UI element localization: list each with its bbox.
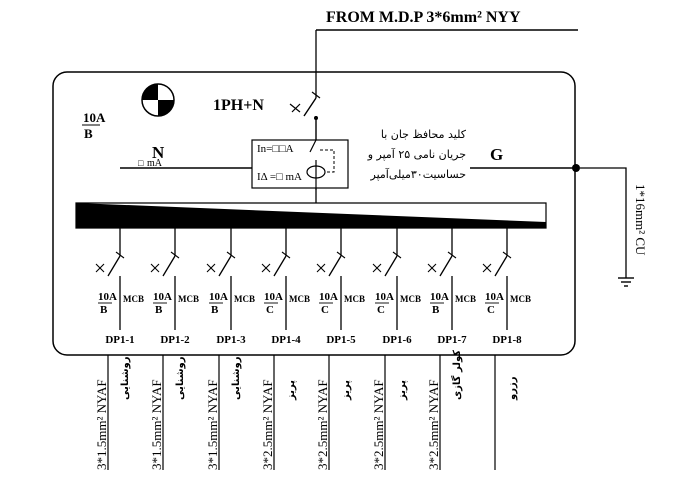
mcb-type: MCB: [234, 294, 255, 304]
main-rating: 10A: [83, 110, 106, 125]
mcb-switch-icon: [439, 255, 453, 277]
mcb-cross-icon: [206, 263, 216, 273]
earth-icon: [618, 277, 634, 287]
mcb-curve: C: [321, 304, 329, 316]
mcb-trip-icon: [336, 251, 346, 259]
circuit-load-label: رزرو: [507, 376, 518, 401]
neutral-ma-label: mA: [147, 158, 163, 169]
panel-logo-icon: [141, 83, 175, 117]
rcd-note-line-2: جریان نامی ۲۵ آمپر و: [367, 147, 466, 161]
circuit-id: DP1-1: [105, 334, 134, 346]
circuit-id: DP1-4: [271, 334, 301, 346]
neutral-ma-box: □: [138, 158, 144, 168]
mcb-curve: B: [155, 304, 163, 316]
mcb-cross-icon: [316, 263, 326, 273]
mcb-trip-icon: [170, 251, 180, 259]
mcb-trip-icon: [115, 251, 125, 259]
rcd-note-line-1: کلید محافظ جان با: [381, 128, 467, 141]
mcb-rating: 10A: [153, 291, 172, 303]
circuit-cable-label: 3*1.5mm² NYAF: [94, 379, 109, 470]
mcb-switch-icon: [384, 255, 398, 277]
mcb-trip-icon: [447, 251, 457, 259]
mcb-trip-icon: [392, 251, 402, 259]
circuit-load-label: کولر گازی: [450, 350, 463, 400]
main-switch-icon: [289, 91, 321, 140]
circuit-cable-label: 3*2.5mm² NYAF: [315, 379, 330, 470]
rcd-note-line-3: حساسیت۳۰میلی‌آمپر: [370, 167, 467, 181]
main-switch-label: 1PH+N: [213, 97, 264, 114]
mcb-type: MCB: [289, 294, 310, 304]
circuit-load-label: پریز: [397, 380, 408, 401]
mcb-cross-icon: [95, 263, 105, 273]
busbar-wedge: [76, 203, 546, 228]
mcb-curve: B: [432, 304, 440, 316]
mcb-type: MCB: [123, 294, 144, 304]
circuit-load-label: پریز: [286, 380, 297, 401]
mcb-rating: 10A: [430, 291, 449, 303]
rcd-in-label: In=□□A: [257, 143, 294, 155]
mcb-rating: 10A: [209, 291, 228, 303]
circuit-id: DP1-5: [326, 334, 356, 346]
circuit-id: DP1-7: [437, 334, 467, 346]
mcb-switch-icon: [273, 255, 287, 277]
mcb-switch-icon: [328, 255, 342, 277]
mcb-curve: B: [100, 304, 108, 316]
mcb-switch-icon: [494, 255, 508, 277]
mcb-switch-icon: [162, 255, 176, 277]
mcb-curve: C: [487, 304, 495, 316]
mcb-trip-icon: [226, 251, 236, 259]
mcb-curve: C: [377, 304, 385, 316]
main-curve: B: [84, 126, 93, 141]
mcb-rating: 10A: [375, 291, 394, 303]
mcb-rating: 10A: [485, 291, 504, 303]
circuit-id: DP1-6: [382, 334, 412, 346]
mcb-type: MCB: [455, 294, 476, 304]
mcb-cross-icon: [150, 263, 160, 273]
mcb-cross-icon: [261, 263, 271, 273]
mcb-trip-icon: [502, 251, 512, 259]
supply-label: FROM M.D.P 3*6mm² NYY: [326, 9, 521, 26]
circuit-cable-label: 3*1.5mm² NYAF: [205, 379, 220, 470]
panel-enclosure: [52, 71, 576, 356]
mcb-curve: B: [211, 304, 219, 316]
neutral-label: N: [152, 143, 165, 162]
mcb-rating: 10A: [319, 291, 338, 303]
mcb-cross-icon: [427, 263, 437, 273]
ground-label: G: [490, 145, 503, 164]
circuit-id: DP1-8: [492, 334, 522, 346]
mcb-rating: 10A: [98, 291, 117, 303]
circuit-cable-label: 3*2.5mm² NYAF: [371, 379, 386, 470]
mcb-type: MCB: [400, 294, 421, 304]
circuit-cable-label: 3*1.5mm² NYAF: [149, 379, 164, 470]
earth-conductor: [580, 167, 627, 278]
mcb-trip-icon: [281, 251, 291, 259]
ground-terminal: [572, 164, 580, 172]
circuit-load-label: روشنایی: [120, 356, 131, 400]
circuit-id: DP1-2: [160, 334, 190, 346]
mcb-cross-icon: [482, 263, 492, 273]
mcb-switch-icon: [107, 255, 121, 277]
mcb-type: MCB: [510, 294, 531, 304]
mcb-curve: C: [266, 304, 274, 316]
rcd-note-box: [350, 120, 470, 186]
earth-cable-label: 1*16mm² CU: [633, 184, 648, 256]
circuit-id: DP1-3: [216, 334, 246, 346]
mcb-type: MCB: [344, 294, 365, 304]
circuit-load-label: روشنایی: [231, 356, 242, 400]
mcb-switch-icon: [218, 255, 232, 277]
mcb-cross-icon: [372, 263, 382, 273]
mcb-type: MCB: [178, 294, 199, 304]
circuit-load-label: پریز: [341, 380, 352, 401]
rcd-box: [251, 139, 349, 189]
circuit-cable-label: 3*2.5mm² NYAF: [426, 379, 441, 470]
rcd-idelta-label: IΔ =□ mA: [257, 171, 302, 183]
mcb-rating: 10A: [264, 291, 283, 303]
circuit-cable-label: 3*2.5mm² NYAF: [260, 379, 275, 470]
circuit-load-label: روشنایی: [175, 356, 186, 400]
